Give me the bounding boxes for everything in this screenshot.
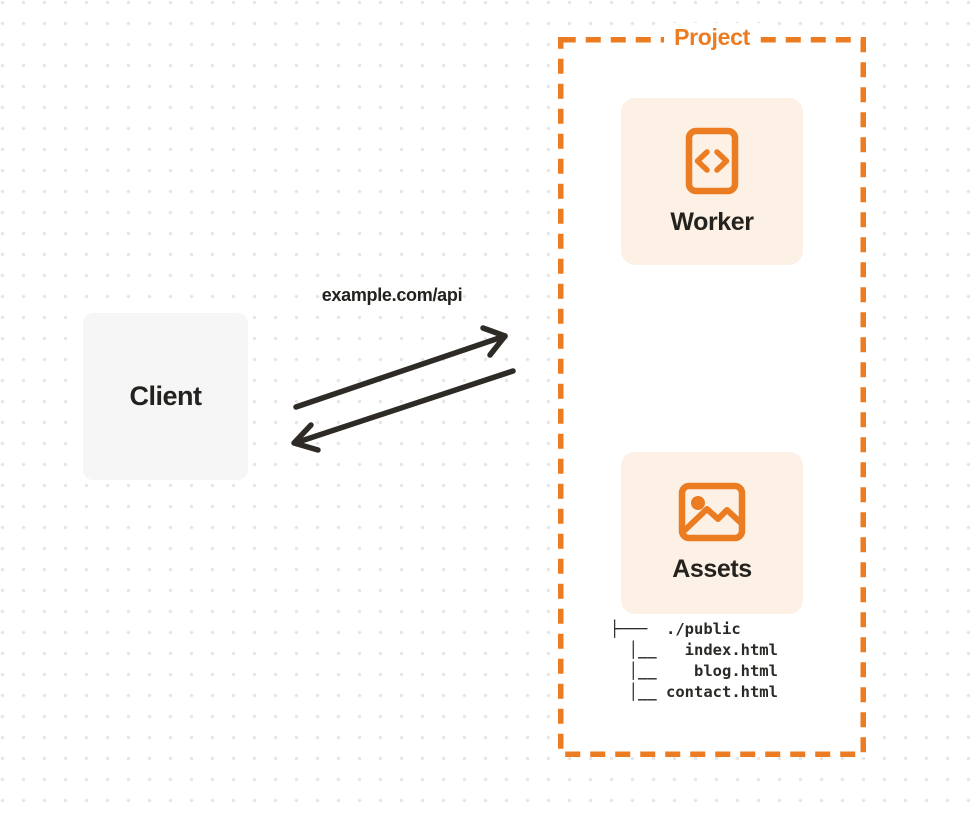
file-tree-item: │__ contact.html xyxy=(610,683,778,701)
project-label: Project xyxy=(664,23,760,51)
project-boundary: Project Worker Assets ├─── ./public │__ … xyxy=(558,23,866,757)
client-node: Client xyxy=(83,313,248,480)
response-arrow xyxy=(291,368,516,453)
image-icon xyxy=(678,482,746,542)
assets-label: Assets xyxy=(672,555,752,583)
code-file-icon xyxy=(685,127,739,194)
client-label: Client xyxy=(129,381,202,411)
assets-node: Assets xyxy=(621,452,803,614)
request-url-label: example.com/api xyxy=(321,285,463,305)
assets-file-tree: ├─── ./public │__ index.html │__ blog.ht… xyxy=(610,619,778,703)
worker-label: Worker xyxy=(670,207,754,236)
worker-node: Worker xyxy=(621,98,803,265)
file-tree-item: │__ blog.html xyxy=(610,662,778,680)
file-tree-item: │__ index.html xyxy=(610,641,778,659)
request-arrow xyxy=(293,325,508,410)
file-tree-root: ├─── ./public xyxy=(610,620,741,638)
